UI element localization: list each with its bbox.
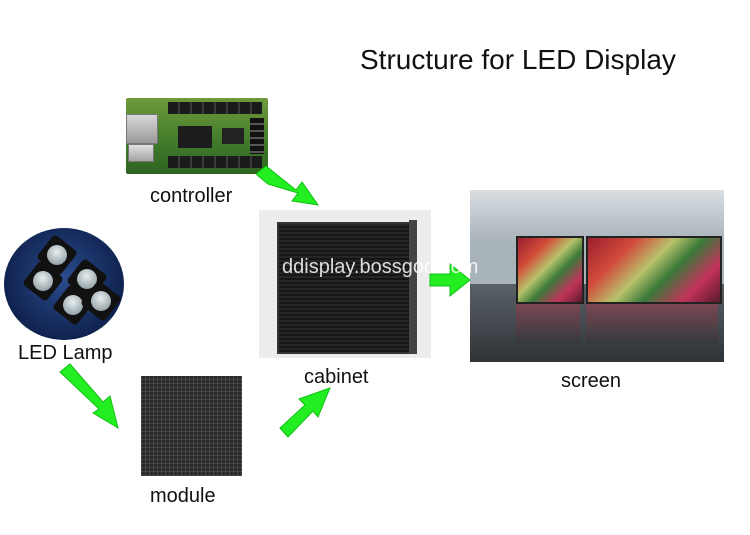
diagram-title: Structure for LED Display (360, 44, 676, 75)
controller-image (126, 98, 268, 174)
arrow-controller-to-cabinet (255, 165, 320, 206)
arrow-cabinet-to-screen (429, 262, 471, 298)
cabinet-image (259, 210, 431, 358)
watermark: ddisplay.bossgoo.com (282, 256, 479, 278)
cabinet-label: cabinet (304, 366, 369, 388)
module-label: module (150, 485, 216, 507)
screen-image (470, 190, 724, 362)
arrow-led-lamp-to-module (59, 363, 119, 430)
led-lamp-label: LED Lamp (18, 342, 113, 364)
led-lamp-image (4, 228, 124, 340)
controller-label: controller (150, 185, 233, 207)
screen-label: screen (561, 370, 622, 392)
arrow-module-to-cabinet (279, 387, 331, 438)
module-image (141, 376, 242, 476)
